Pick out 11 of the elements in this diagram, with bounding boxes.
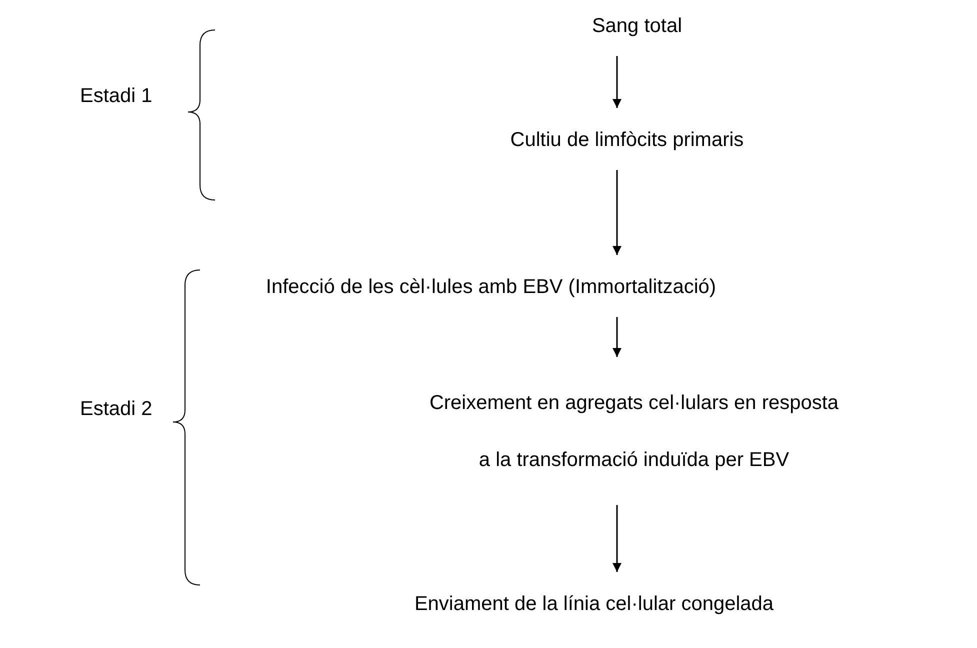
arrow (612, 317, 622, 357)
stage-label: Estadi 1 (80, 84, 152, 109)
step-text: Infecció de les cèl·lules amb EBV (Immortalització) (226, 273, 756, 301)
step-text: Cultiu de limfòcits primaris (477, 126, 777, 154)
stage-label: Estadi 2 (80, 397, 152, 422)
arrow (612, 56, 622, 108)
step-text: Creixement en agregats cel·lulars en resposta a la transformació induïda per EBV (428, 375, 840, 489)
step-text: Sang total (537, 12, 737, 40)
arrow (612, 505, 622, 572)
step-text: Enviament de la línia cel·lular congelada (414, 590, 774, 618)
arrow (612, 170, 622, 255)
